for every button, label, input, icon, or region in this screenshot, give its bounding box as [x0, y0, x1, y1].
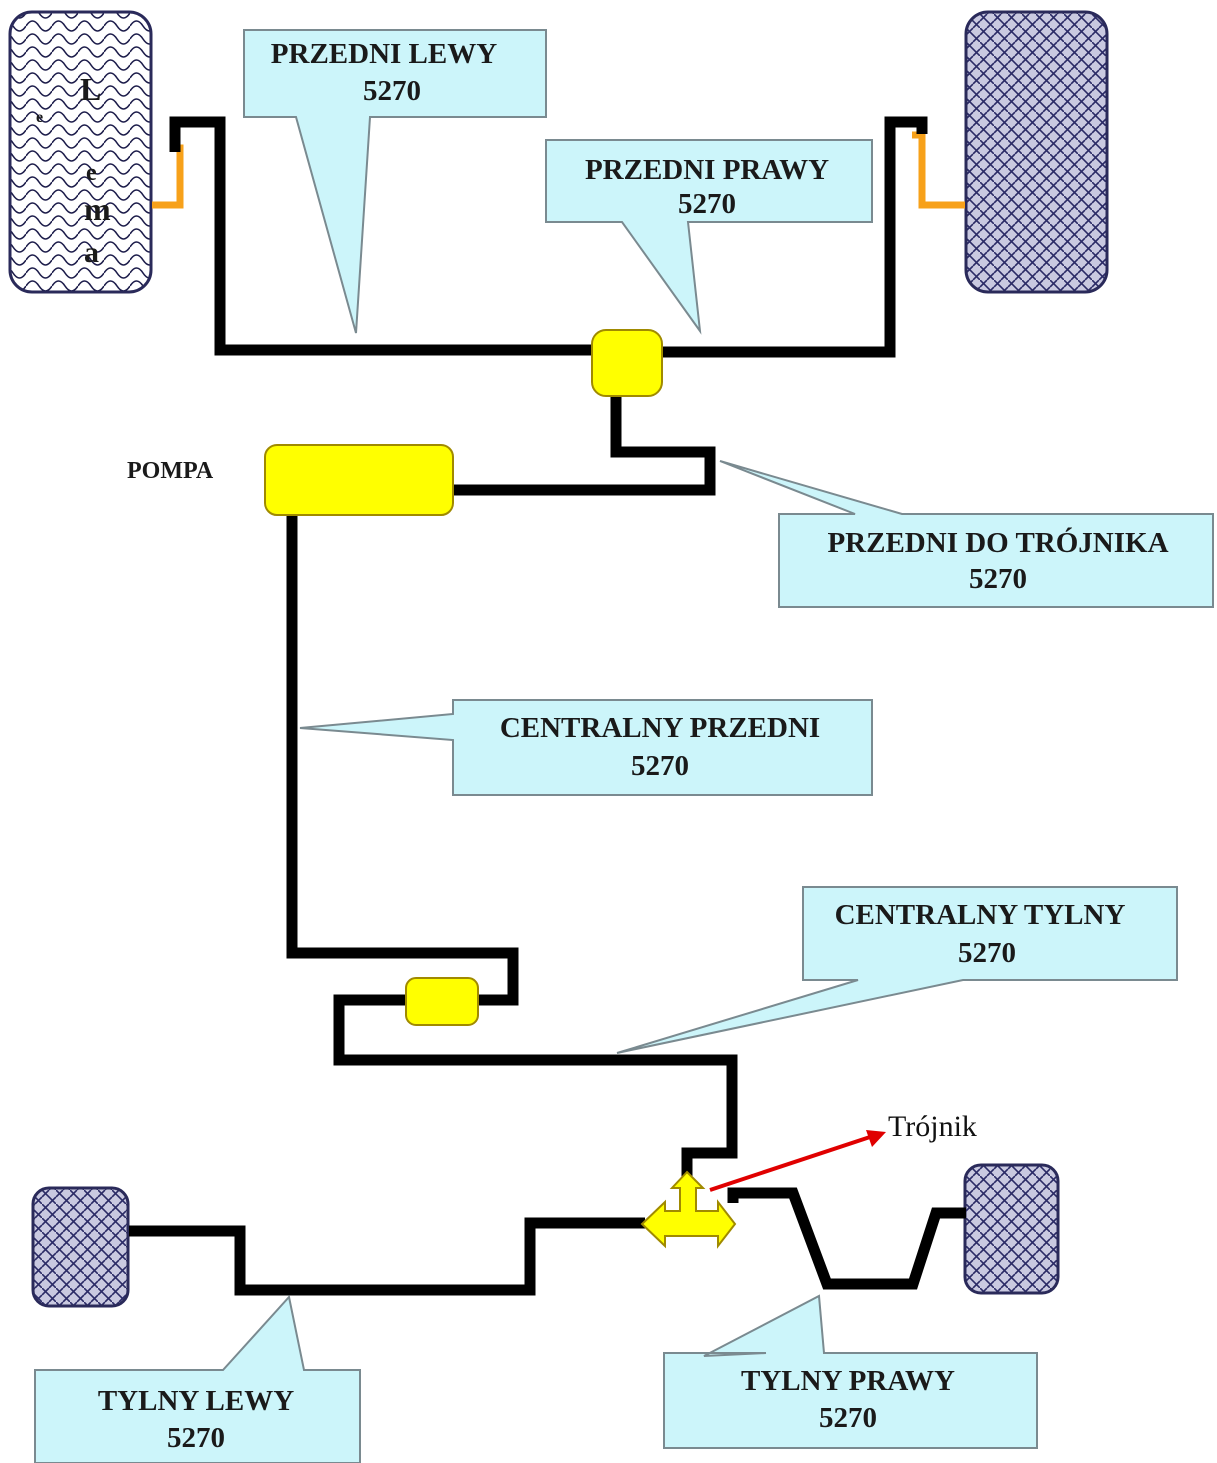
callout-title: PRZEDNI PRAWY	[585, 154, 829, 186]
pipe-centralny-przedni	[286, 515, 519, 1006]
pipe-centralny-tylny	[333, 994, 738, 1177]
callout-title: TYLNY LEWY	[98, 1385, 294, 1417]
callout-code: 5270	[958, 937, 1016, 969]
pipe-przedni-do-trojnika	[452, 392, 716, 496]
tee-connector	[640, 1170, 737, 1249]
rear-right-tire	[963, 1163, 1060, 1295]
callout-title: PRZEDNI LEWY	[271, 38, 497, 70]
tire-letter: e	[36, 109, 43, 126]
trojnik-arrow	[709, 1130, 886, 1192]
callout-title: CENTRALNY PRZEDNI	[500, 712, 820, 744]
callout-przedni-lewy: PRZEDNI LEWY 5270	[243, 29, 547, 334]
callout-code: 5270	[363, 75, 421, 107]
tire-letter: a	[84, 236, 99, 269]
callout-przedni-prawy: PRZEDNI PRAWY 5270	[545, 139, 873, 335]
front-left-tire	[8, 10, 153, 294]
pipe-tylny-prawy	[727, 1187, 966, 1290]
pompa-pump	[264, 444, 454, 516]
tire-letters: L e e m a	[36, 71, 111, 269]
tire-letter: L	[80, 71, 101, 107]
callout-code: 5270	[969, 563, 1027, 595]
callout-code: 5270	[167, 1422, 225, 1454]
pipe-przedni-lewy	[169, 116, 597, 356]
front-left-hose	[152, 144, 184, 209]
pipe-tylny-lewy	[129, 1217, 645, 1296]
callout-title: PRZEDNI DO TRÓJNIKA	[827, 526, 1168, 559]
callout-centralny-przedni: CENTRALNY PRZEDNI 5270	[299, 699, 873, 796]
trojnik-label: Trójnik	[888, 1110, 977, 1143]
callout-przedni-do-trojnika: PRZEDNI DO TRÓJNIKA 5270	[719, 460, 1214, 608]
callout-title: CENTRALNY TYLNY	[835, 899, 1126, 931]
front-right-hose	[912, 131, 965, 209]
callout-tylny-lewy: TYLNY LEWY 5270	[34, 1294, 361, 1463]
pipe-przedni-prawy	[660, 116, 928, 358]
callout-code: 5270	[678, 188, 736, 220]
central-connector	[405, 977, 479, 1026]
front-right-tire	[964, 10, 1109, 294]
callout-code: 5270	[819, 1402, 877, 1434]
callout-title: TYLNY PRAWY	[741, 1365, 955, 1397]
rear-left-tire	[31, 1186, 130, 1308]
pompa-label: POMPA	[127, 458, 214, 484]
brake-pipes	[129, 116, 966, 1296]
callout-tylny-prawy: TYLNY PRAWY 5270	[663, 1294, 1038, 1449]
callout-code: 5270	[631, 750, 689, 782]
tire-letter: e	[86, 160, 97, 186]
front-junction-block	[591, 329, 663, 397]
callout-centralny-tylny: CENTRALNY TYLNY 5270	[616, 886, 1178, 1054]
tire-letter: m	[84, 191, 111, 227]
